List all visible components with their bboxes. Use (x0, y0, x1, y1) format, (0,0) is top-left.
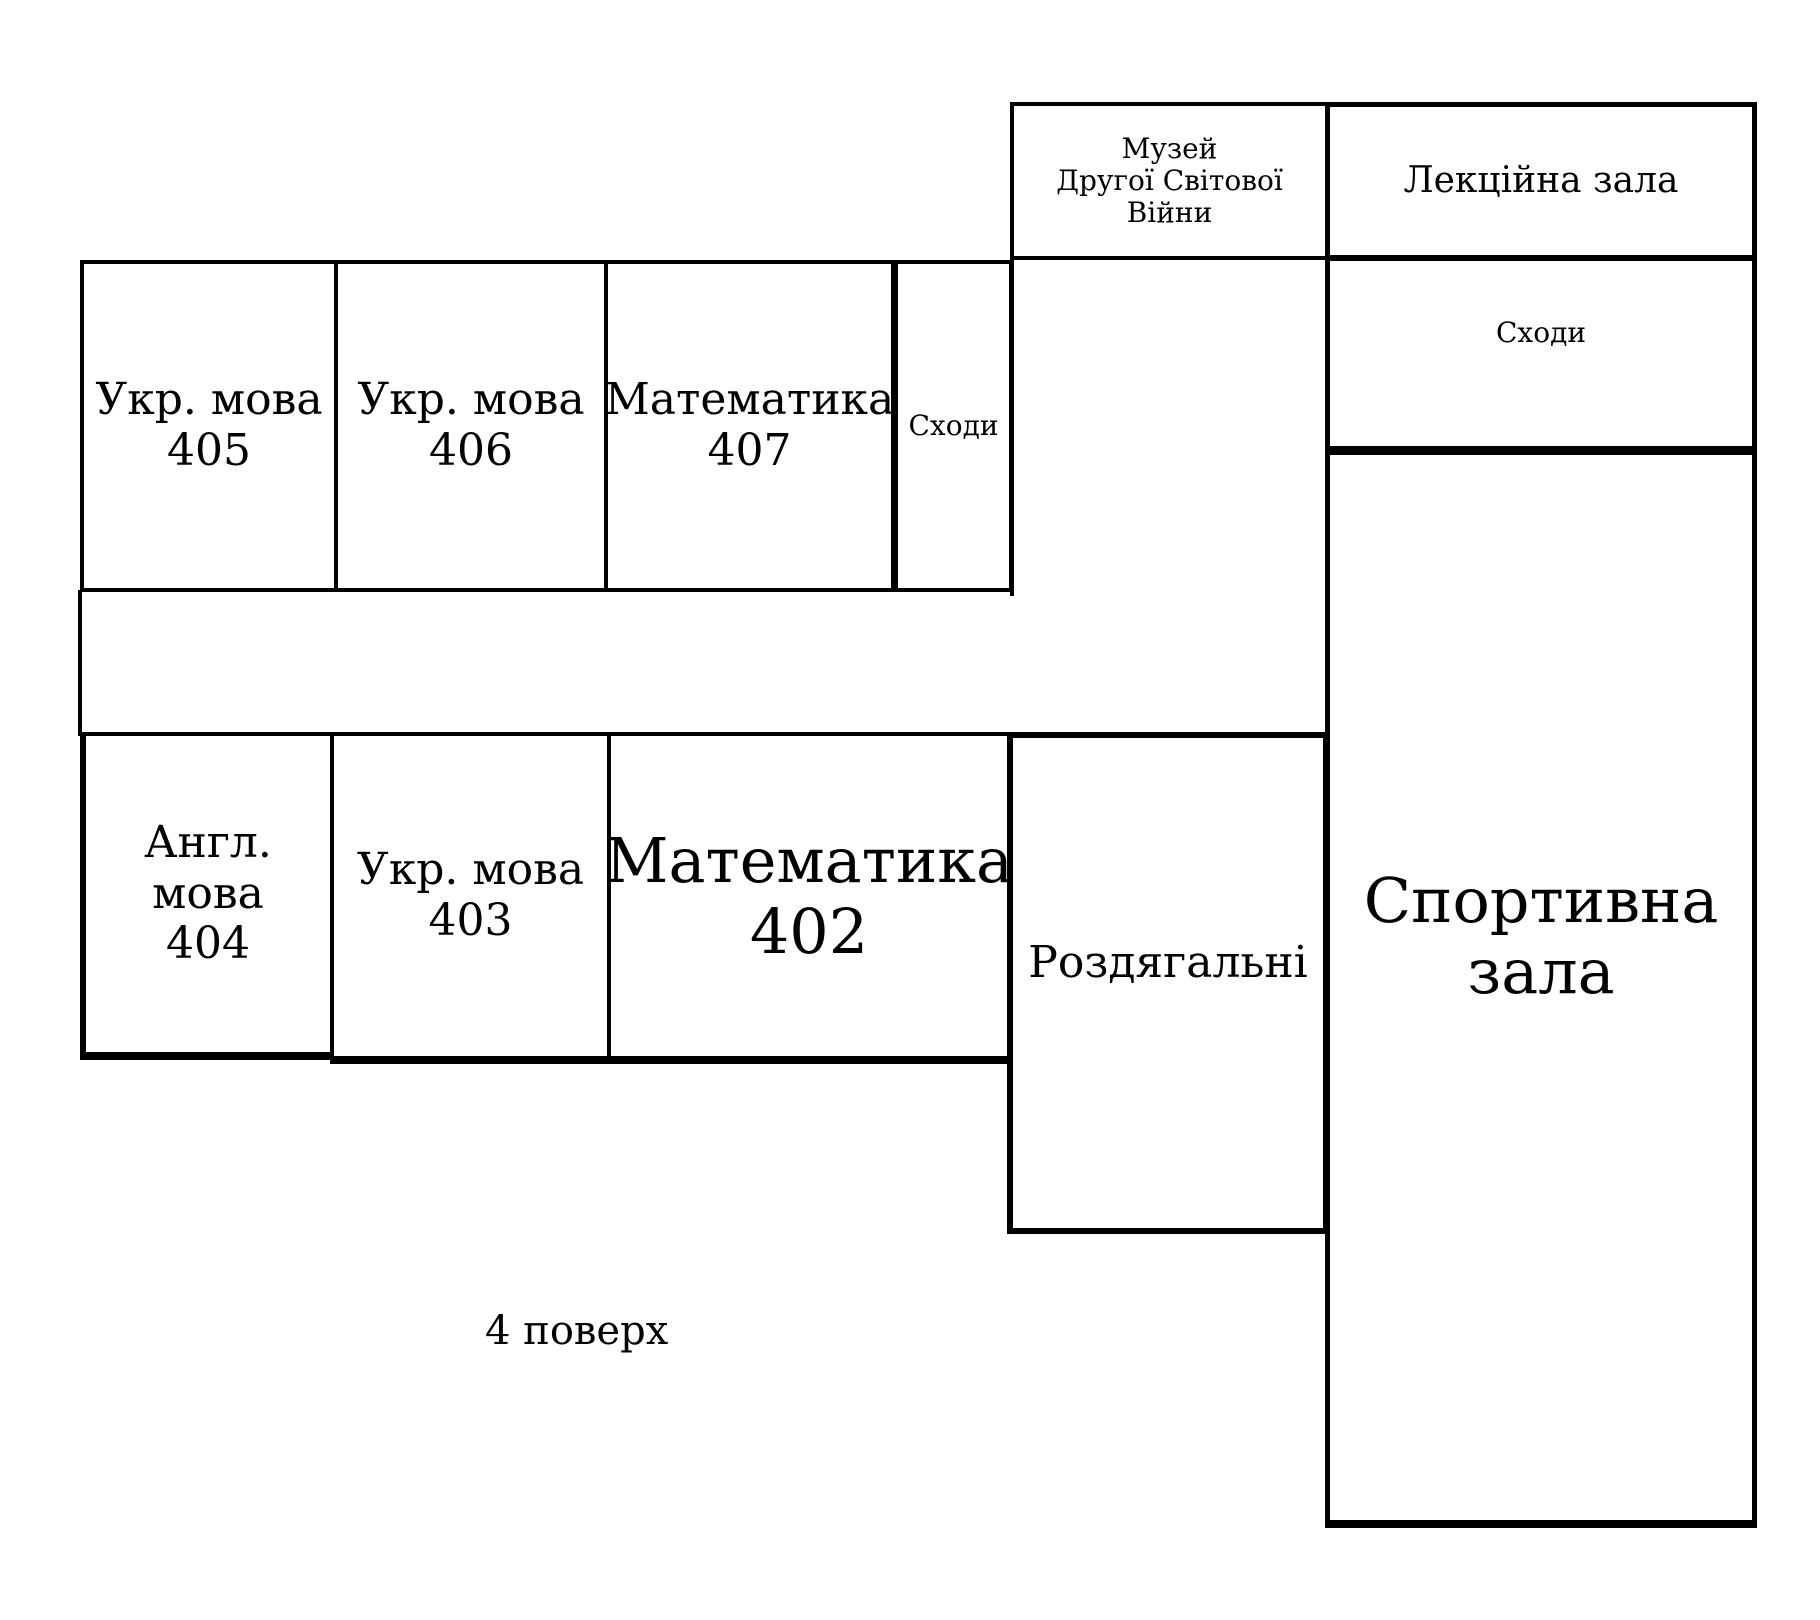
gym: Спортивна зала (1325, 450, 1757, 1528)
room-403-subject: Укр. мова (356, 844, 585, 896)
museum: Музей Другої Світової Війни (1010, 102, 1329, 260)
room-402-number: 402 (749, 895, 869, 968)
room-407: Математика 407 (604, 260, 895, 592)
room-406: Укр. мова 406 (334, 260, 608, 592)
stairs-right: Сходи (1325, 256, 1757, 454)
hall-left-wall (1010, 256, 1014, 596)
room-403: Укр. мова 403 (330, 732, 611, 1064)
stairs-left-label: Сходи (908, 408, 999, 442)
gym-title: Спортивна (1363, 864, 1719, 937)
room-405-subject: Укр. мова (95, 374, 323, 426)
corridor-left-wall (78, 590, 82, 736)
gym-subtitle: зала (1467, 935, 1615, 1009)
room-404-subject: Англ. мова (144, 817, 272, 919)
room-406-subject: Укр. мова (357, 374, 585, 426)
room-402: Математика 402 (605, 732, 1013, 1064)
room-407-subject: Математика (604, 374, 895, 426)
lecture-hall-label: Лекційна зала (1403, 160, 1679, 202)
stairs-right-label: Сходи (1496, 316, 1586, 350)
room-407-number: 407 (707, 425, 792, 476)
room-406-number: 406 (429, 425, 513, 476)
locker-rooms-label: Роздягальні (1028, 936, 1308, 988)
lecture-hall: Лекційна зала (1325, 102, 1757, 260)
room-402-subject: Математика (605, 823, 1013, 897)
stairs-left: Сходи (891, 260, 1013, 592)
room-405-number: 405 (167, 425, 251, 476)
museum-subtitle: Другої Світової Війни (1056, 163, 1283, 230)
room-403-number: 403 (428, 895, 513, 946)
museum-title: Музей (1121, 131, 1218, 165)
room-404: Англ. мова 404 (80, 732, 334, 1060)
room-405: Укр. мова 405 (80, 260, 338, 592)
room-404-number: 404 (166, 918, 250, 970)
locker-rooms: Роздягальні (1007, 732, 1329, 1234)
floor-label: 4 поверх (485, 1308, 669, 1354)
